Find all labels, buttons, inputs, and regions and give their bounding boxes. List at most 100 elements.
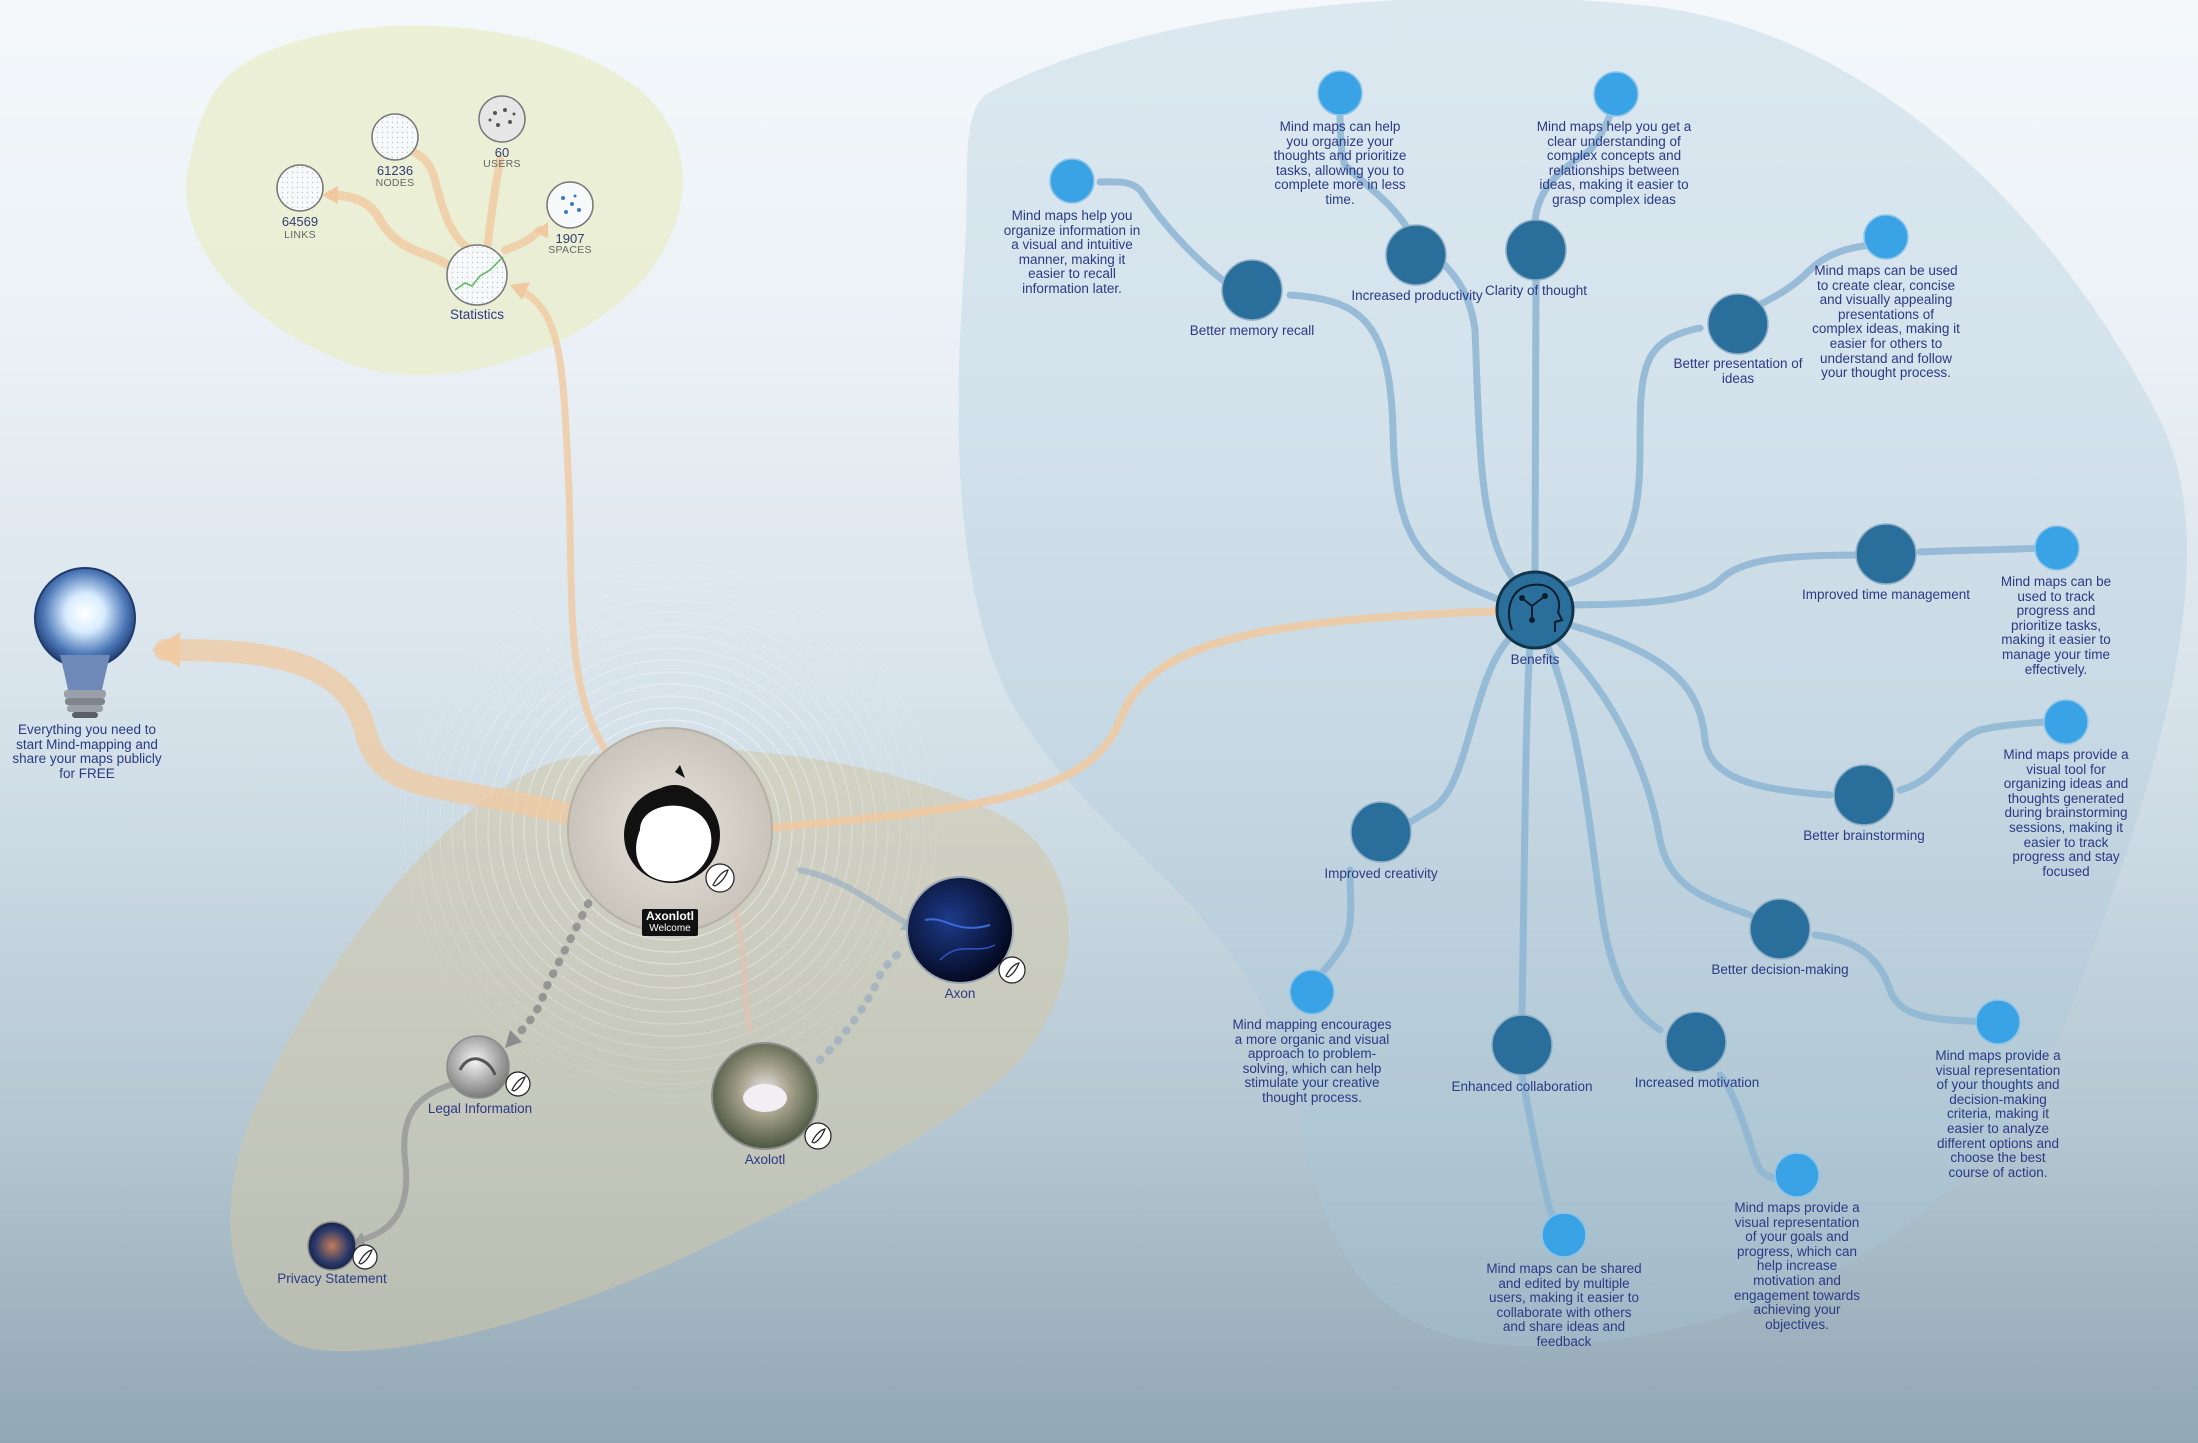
benefit-desc-motivation: Mind maps provide a visual representatio…	[1733, 1200, 1861, 1332]
axolotl-logo-icon	[624, 765, 720, 883]
benefit-label-brainstorming: Better brainstorming	[1803, 828, 1925, 843]
benefit-node-collaboration[interactable]	[1491, 1014, 1553, 1076]
benefit-desc-decision: Mind maps provide a visual representatio…	[1935, 1048, 2061, 1180]
benefit-desc-productivity: Mind maps can help you organize your tho…	[1273, 119, 1407, 207]
benefit-label-decision: Better decision-making	[1711, 962, 1849, 977]
leaf-node-motivation[interactable]	[1774, 1152, 1820, 1198]
center-title: Axonlotl	[646, 909, 694, 923]
leaf-node-brainstorming[interactable]	[2043, 699, 2089, 745]
halo-ring	[451, 611, 889, 1049]
axolotl-edit-quill-icon[interactable]	[804, 1122, 832, 1150]
spaces-value: 1907	[555, 231, 585, 246]
leaf-node-collaboration[interactable]	[1541, 1212, 1587, 1258]
axolotl-label: Axolotl	[744, 1152, 786, 1167]
statistics-node[interactable]	[446, 244, 508, 306]
statistics-region	[186, 25, 683, 376]
nodes-caption: NODES	[375, 177, 415, 189]
halo-ring	[523, 683, 817, 977]
spaces-caption: SPACES	[548, 244, 592, 256]
benefit-label-memory: Better memory recall	[1189, 323, 1315, 338]
benefit-node-presentation[interactable]	[1707, 293, 1769, 355]
link-center-statistics	[516, 286, 624, 774]
benefit-desc-time: Mind maps can be used to track progress …	[2000, 574, 2112, 677]
halo-ring	[547, 707, 793, 953]
halo-ring	[427, 587, 913, 1073]
spaces-stat-node[interactable]	[546, 181, 594, 229]
center-node[interactable]	[567, 727, 773, 933]
leaf-node-clarity[interactable]	[1593, 71, 1639, 117]
center-badge[interactable]: Axonlotl Welcome	[642, 909, 698, 936]
benefit-node-clarity[interactable]	[1505, 219, 1567, 281]
benefit-desc-presentation: Mind maps can be used to create clear, c…	[1812, 263, 1960, 381]
benefit-desc-clarity: Mind maps help you get a clear understan…	[1536, 119, 1692, 207]
axon-label: Axon	[944, 986, 976, 1001]
benefit-node-brainstorming[interactable]	[1833, 764, 1895, 826]
edit-quill-icon[interactable]	[705, 863, 735, 893]
benefits-region	[958, 0, 2187, 1346]
leaf-node-memory[interactable]	[1049, 158, 1095, 204]
leaf-node-presentation[interactable]	[1863, 214, 1909, 260]
intro-text: Everything you need to start Mind-mappin…	[12, 722, 162, 781]
axolotl-node[interactable]	[711, 1042, 832, 1150]
halo-ring	[463, 623, 877, 1037]
links-caption: LINKS	[284, 229, 316, 241]
halo-ring	[511, 671, 829, 989]
benefit-node-creativity[interactable]	[1350, 801, 1412, 863]
benefit-node-decision[interactable]	[1749, 898, 1811, 960]
benefit-label-creativity: Improved creativity	[1324, 866, 1438, 881]
benefit-label-presentation: Better presentation of ideas	[1673, 356, 1803, 386]
brain-head-icon	[1508, 583, 1564, 632]
benefit-node-memory[interactable]	[1221, 259, 1283, 321]
legal-label: Legal Information	[427, 1101, 533, 1116]
benefit-label-productivity: Increased productivity	[1351, 288, 1483, 303]
center-subtitle: Welcome	[649, 923, 691, 934]
nodes-value: 61236	[376, 163, 414, 178]
privacy-label: Privacy Statement	[277, 1271, 387, 1286]
benefit-leaf-nodes	[1049, 70, 2089, 1258]
legal-edit-quill-icon[interactable]	[505, 1071, 531, 1097]
leaf-node-time[interactable]	[2034, 525, 2080, 571]
privacy-node[interactable]	[307, 1221, 378, 1271]
benefit-desc-brainstorming: Mind maps provide a visual tool for orga…	[2003, 747, 2129, 879]
benefit-desc-memory: Mind maps help you organize information …	[1003, 208, 1141, 296]
lightbulb-icon[interactable]	[34, 567, 136, 718]
benefit-parent-nodes	[1221, 219, 1917, 1076]
benefit-label-clarity: Clarity of thought	[1484, 283, 1588, 298]
privacy-edit-quill-icon[interactable]	[352, 1244, 378, 1270]
users-stat-node[interactable]	[478, 95, 526, 143]
benefit-label-time: Improved time management	[1801, 587, 1971, 602]
benefits-label: Benefits	[1510, 652, 1560, 667]
links-value: 64569	[281, 214, 319, 229]
orange-links	[152, 146, 1506, 832]
legal-node[interactable]	[446, 1035, 531, 1099]
axon-edit-quill-icon[interactable]	[998, 956, 1026, 984]
users-value: 60	[494, 145, 510, 160]
nodes-stat-node[interactable]	[371, 113, 419, 161]
axon-node[interactable]	[906, 876, 1026, 984]
benefit-node-motivation[interactable]	[1665, 1011, 1727, 1073]
leaf-node-decision[interactable]	[1975, 999, 2021, 1045]
leaf-node-productivity[interactable]	[1317, 70, 1363, 116]
users-caption: USERS	[483, 158, 521, 170]
benefits-hub-node[interactable]	[1495, 570, 1575, 650]
benefit-node-productivity[interactable]	[1385, 224, 1447, 286]
leaf-node-creativity[interactable]	[1289, 969, 1335, 1015]
link-center-benefits	[766, 607, 1506, 832]
halo-ring	[475, 635, 865, 1025]
benefit-label-collaboration: Enhanced collaboration	[1451, 1079, 1593, 1094]
benefit-desc-creativity: Mind mapping encourages a more organic a…	[1232, 1017, 1392, 1105]
halo-ring	[535, 695, 805, 965]
benefit-label-motivation: Increased motivation	[1634, 1075, 1760, 1090]
benefit-node-time[interactable]	[1855, 523, 1917, 585]
halo-ring	[403, 563, 937, 1097]
link-center-intro	[154, 639, 601, 831]
benefit-links	[1096, 101, 2054, 1236]
benefit-desc-collaboration: Mind maps can be shared and edited by mu…	[1486, 1261, 1642, 1349]
halo-ring	[415, 575, 925, 1085]
links-stat-node[interactable]	[276, 164, 324, 212]
statistics-label: Statistics	[449, 307, 505, 322]
halo-ring	[487, 647, 853, 1013]
halo-ring	[439, 599, 901, 1061]
halo-ring	[499, 659, 841, 1001]
